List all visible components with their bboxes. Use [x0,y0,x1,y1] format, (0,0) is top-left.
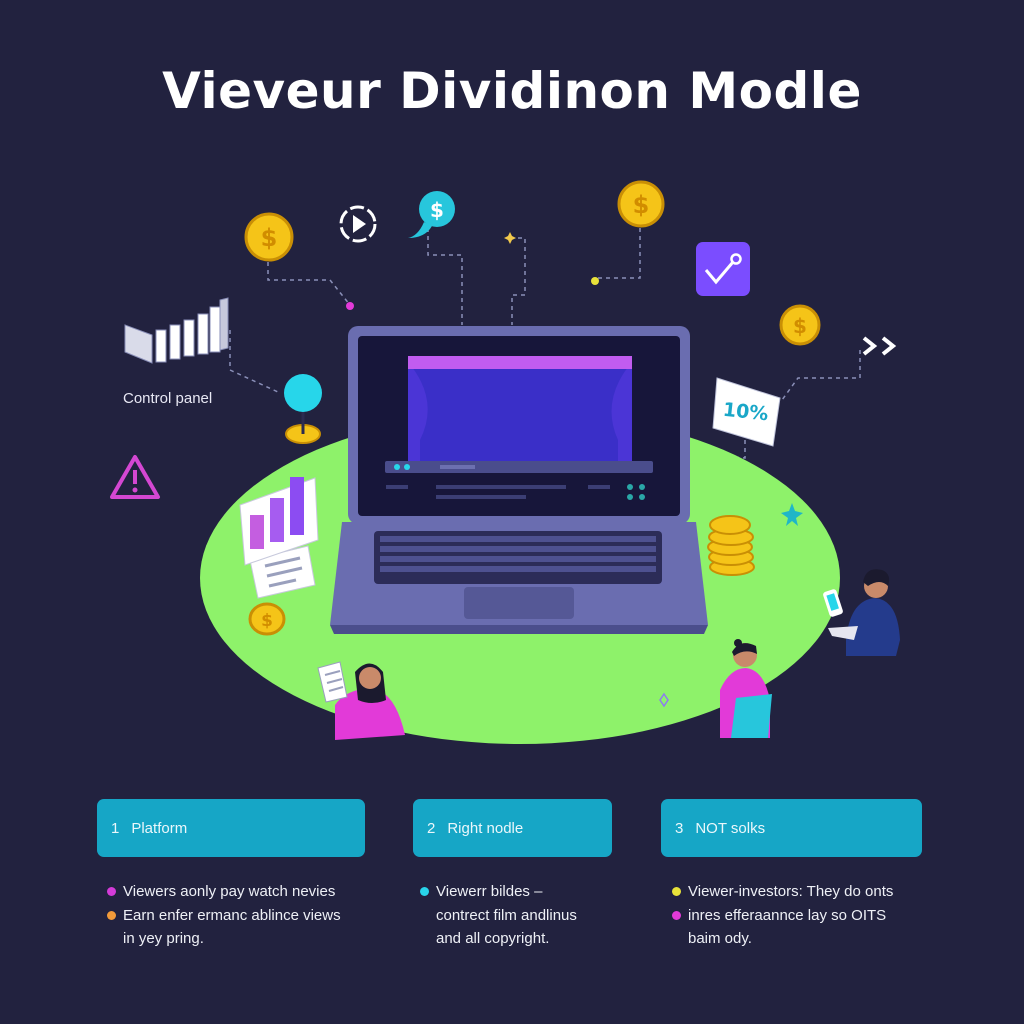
step-label: Right nodle [447,819,524,837]
sparkle-icon [504,232,516,244]
connector-dot [346,302,354,310]
note-line: and all copyright. [436,930,550,947]
bullet-dot [672,910,681,920]
percent-card: 10% [712,377,781,447]
note-line: baim ody. [688,930,752,947]
laptop-icon [330,326,708,634]
step-number: 3 [675,819,684,837]
dollar-chat-icon: $ [408,191,455,238]
note-line: in yey pring. [123,930,204,947]
sparkle-icon [659,692,669,708]
note-line: Viewer-investors: They do onts [670,880,893,904]
control-panel-label: Control panel [123,390,213,407]
dollar-coin-icon: $ [244,212,294,262]
trend-chart-icon [696,242,750,296]
star-icon [781,503,803,526]
notes-column-1: Viewers aonly pay watch nevies Earn enfe… [105,880,341,951]
note-line: contrect film andlinus [436,906,577,924]
percent-label: 10% [722,399,770,426]
svg-text:$: $ [261,224,278,252]
person-icon [823,569,900,656]
page-title: Vieveur Dividinon Modle [162,62,862,120]
svg-text:$: $ [633,191,650,219]
location-pin-icon [284,374,322,444]
note-line: Viewerr bildes – [418,880,577,904]
bullet-dot [420,887,429,896]
step-number: 2 [427,819,436,837]
coin-stack-icon [707,515,755,576]
bullet-dot [107,887,116,896]
bullet-dot [672,887,681,896]
notes-column-2: Viewerr bildes – contrect film andlinus … [418,880,577,951]
person-icon [317,661,405,740]
dollar-coin-icon: $ [779,304,821,346]
svg-text:$: $ [261,611,273,631]
double-chevron-icon [862,336,897,356]
notes-column-3: Viewer-investors: They do onts inres eff… [670,880,893,951]
step-number: 1 [111,819,120,837]
dollar-coin-icon: $ [248,602,286,636]
note-line: Earn enfer ermanc ablince views [105,904,341,928]
connector-lines [229,228,861,459]
note-line: inres efferaannce lay so OITS [670,904,893,928]
bar-chart-icon [124,297,229,364]
dollar-coin-icon: $ [617,180,665,228]
note-line: Viewers aonly pay watch nevies [105,880,341,904]
step-label: NOT solks [695,819,766,837]
play-clock-icon [339,205,377,243]
step-box-right-node: 2 Right nodle [413,799,612,857]
report-chart-icon [239,477,319,599]
svg-text:$: $ [793,314,807,338]
step-label: Platform [131,819,188,837]
step-box-not-solks: 3 NOT solks [661,799,922,857]
bullet-dot [107,910,116,920]
warning-icon [110,455,160,499]
step-box-platform: 1 Platform [97,799,365,857]
connector-dot [591,277,599,285]
person-icon [720,639,772,738]
svg-text:$: $ [430,198,444,222]
